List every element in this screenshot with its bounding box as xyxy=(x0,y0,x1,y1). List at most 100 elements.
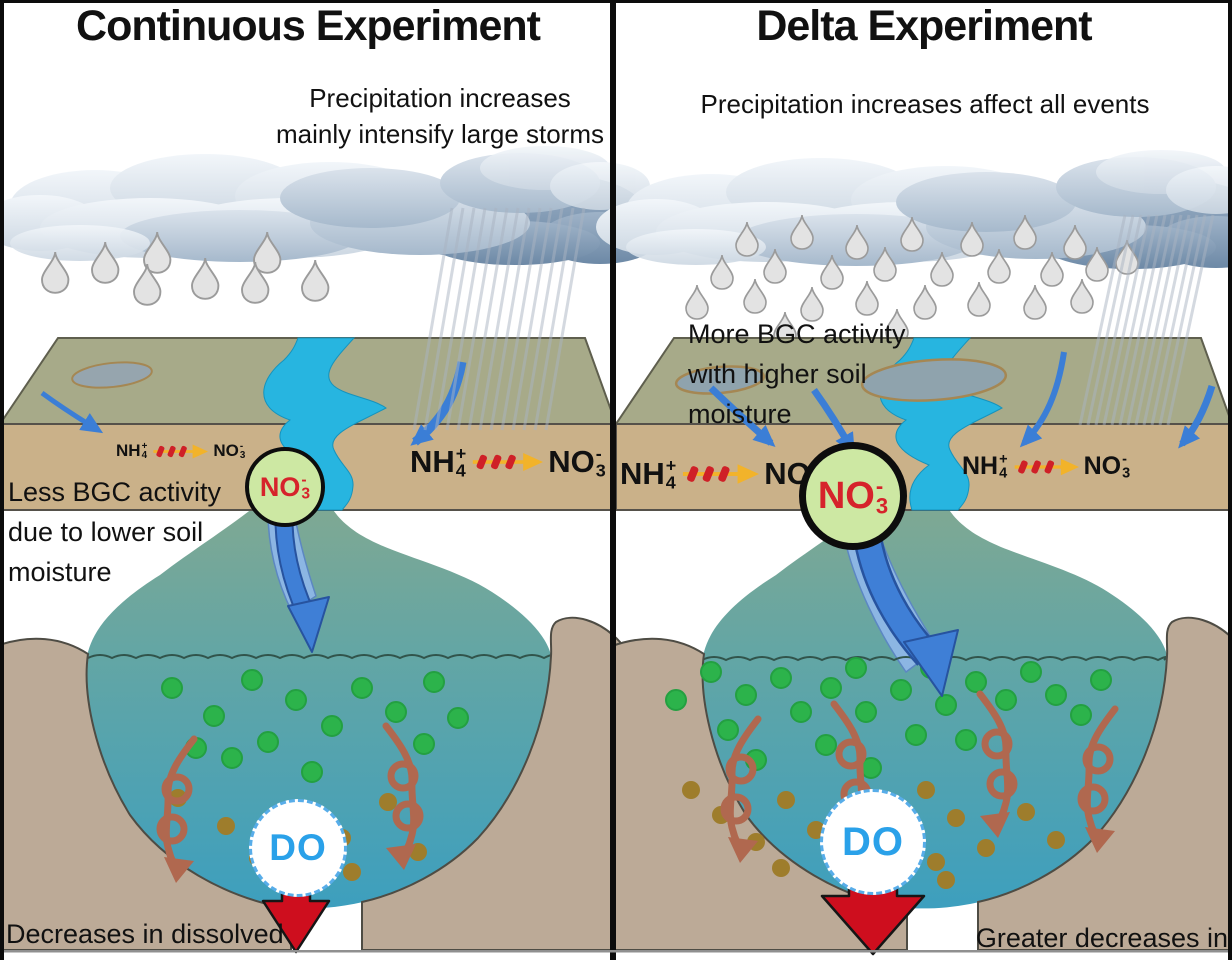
nitrification-arrow-icon xyxy=(473,453,544,471)
algae-dot xyxy=(890,679,912,701)
algae-dot xyxy=(301,761,323,783)
algae-dot xyxy=(161,677,183,699)
detritus-dot xyxy=(343,863,361,881)
raindrop xyxy=(301,259,330,302)
algae-dot xyxy=(845,657,867,679)
rain-infiltration-arrow xyxy=(708,385,776,447)
algae-dot xyxy=(1045,684,1067,706)
rain-streak xyxy=(489,207,531,431)
dissolved-oxygen-badge: DO xyxy=(820,789,926,895)
algae-dot xyxy=(447,707,469,729)
nitrification-arrow-icon xyxy=(683,464,760,484)
nitrification-label-medium: NH+4 NO-3 xyxy=(962,452,1130,481)
rain-streak xyxy=(511,207,553,431)
nitrate-badge: NO-3 xyxy=(245,447,325,527)
algae-dot xyxy=(790,701,812,723)
algae-dot xyxy=(385,701,407,723)
no3-label: NO-3 xyxy=(213,441,246,462)
algae-dots-group xyxy=(665,657,1112,779)
rain-streak xyxy=(1166,214,1215,426)
algae-dot xyxy=(955,729,977,751)
rain-streak xyxy=(445,207,487,431)
detritus-dot xyxy=(379,793,397,811)
detritus-dot xyxy=(977,839,995,857)
algae-dot xyxy=(855,701,877,723)
no3-label: NO-3 xyxy=(548,443,606,481)
rain-streak xyxy=(1158,214,1207,426)
rain-streak xyxy=(1134,214,1183,426)
storm-infiltration-arrow xyxy=(410,361,467,446)
detritus-dot xyxy=(682,781,700,799)
raindrop xyxy=(913,284,937,320)
panel-title-delta: Delta Experiment xyxy=(756,2,1092,50)
caption-do-summer: Greater decreases in dissolved O2 all su… xyxy=(975,923,1228,953)
algae-dot xyxy=(203,705,225,727)
cloud-band xyxy=(0,146,660,265)
rain-streak xyxy=(478,207,520,431)
raindrop xyxy=(855,280,879,316)
rain-streak xyxy=(434,207,476,431)
algae-dot xyxy=(221,747,243,769)
detritus-dot xyxy=(1017,803,1035,821)
nh4-label: NH+4 xyxy=(116,441,148,462)
nh4-label: NH+4 xyxy=(620,455,677,493)
rain-streak xyxy=(456,207,498,431)
algae-dot xyxy=(700,661,722,683)
detritus-dot xyxy=(927,853,945,871)
detritus-dot xyxy=(772,859,790,877)
frame-top xyxy=(0,0,1232,3)
rain-streak xyxy=(533,207,575,431)
nh4-label: NH+4 xyxy=(962,451,1008,481)
algae-dot xyxy=(717,719,739,741)
soil-note-more-bgc: More BGC activity with higher soil moist… xyxy=(688,319,906,429)
rain-infiltration-arrow xyxy=(1019,351,1067,448)
algae-dot xyxy=(321,715,343,737)
rain-streak xyxy=(500,207,542,431)
soil-note-less-bgc: Less BGC activity due to lower soil mois… xyxy=(8,477,222,587)
algae-dot xyxy=(770,667,792,689)
algae-dot xyxy=(965,671,987,693)
nitrification-arrow-icon xyxy=(1014,458,1079,475)
detritus-dot xyxy=(777,791,795,809)
nh4-label: NH+4 xyxy=(410,443,467,481)
rain-streak xyxy=(1078,214,1127,426)
frame-left xyxy=(0,0,4,960)
raindrop xyxy=(743,278,767,314)
nitrate-badge-large: NO-3 xyxy=(799,442,907,550)
algae-dot xyxy=(1070,704,1092,726)
raindrop xyxy=(1023,284,1047,320)
panel-delta xyxy=(596,150,1232,956)
no3-label: NO-3 xyxy=(1083,451,1131,481)
rain-streak xyxy=(1150,214,1199,426)
frame-right xyxy=(1228,0,1232,960)
rain-streak xyxy=(544,207,586,431)
puddle xyxy=(71,361,153,389)
panel-divider xyxy=(610,0,616,960)
detritus-dot xyxy=(947,809,965,827)
rain-streak xyxy=(1110,214,1159,426)
algae-dots-group xyxy=(161,669,469,783)
algae-dot xyxy=(257,731,279,753)
detritus-dot xyxy=(917,781,935,799)
nitrification-label-small: NH+4 NO-3 xyxy=(116,441,245,461)
bottom-rule xyxy=(0,950,1232,953)
algae-dot xyxy=(423,671,445,693)
algae-dot xyxy=(241,669,263,691)
rain-streak xyxy=(1126,214,1175,426)
algae-dot xyxy=(1090,669,1112,691)
algae-dot xyxy=(735,684,757,706)
rain-streak xyxy=(467,207,509,431)
panel-title-continuous: Continuous Experiment xyxy=(76,2,541,50)
rain-streak xyxy=(412,207,454,431)
algae-dot xyxy=(820,677,842,699)
storm-rain-streaks xyxy=(1078,214,1215,426)
subtitle-continuous: Precipitation increases mainly intensify… xyxy=(276,83,604,149)
infiltration-arrow-big xyxy=(853,537,959,697)
subtitle-delta: Precipitation increases affect all event… xyxy=(700,89,1150,119)
nitrification-arrow-icon xyxy=(153,444,209,458)
puddle xyxy=(860,358,1008,402)
rain-streak xyxy=(1094,214,1143,426)
nitrification-label-large: NH+4 NO-3 xyxy=(620,456,822,492)
